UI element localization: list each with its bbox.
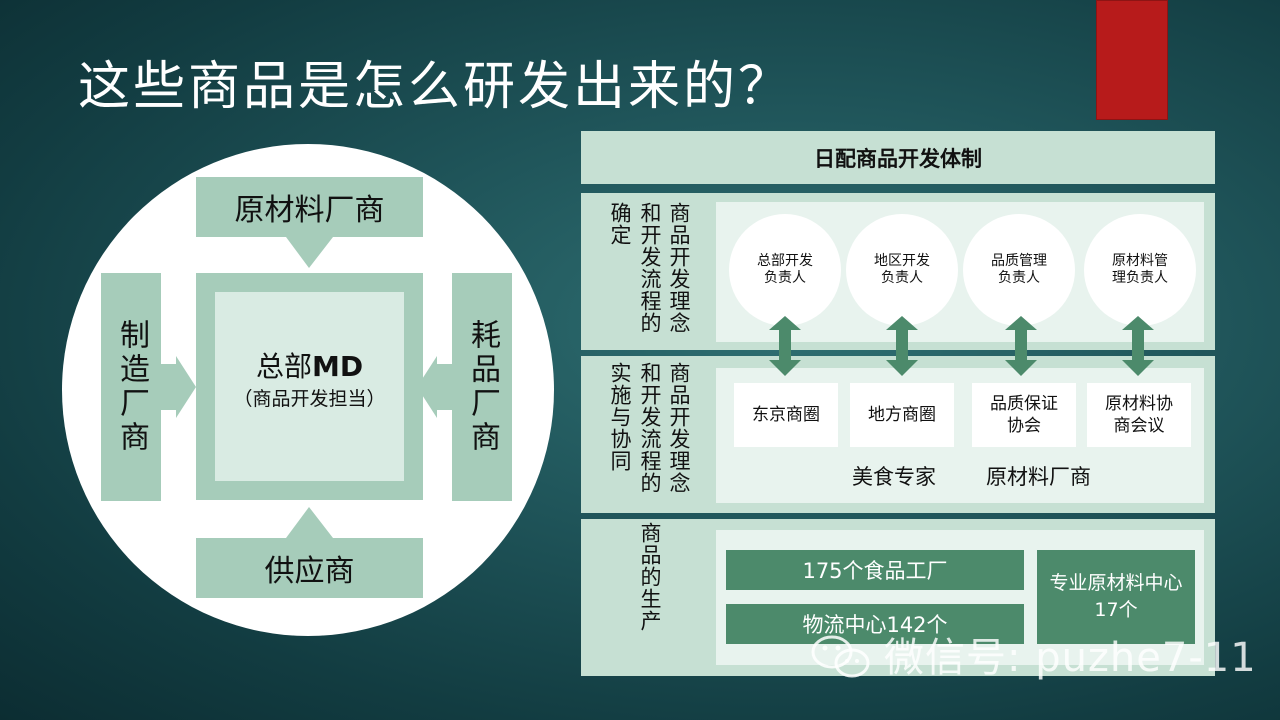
headquarters-md-box (215, 292, 404, 481)
headquarters-md-subtitle: （商品开发担当） (233, 388, 386, 410)
caption-food-experts: 美食专家 (852, 465, 936, 489)
arrow-right-from-left (161, 356, 196, 418)
connector-arrow-3 (1005, 316, 1037, 376)
row3-label: 商品的生产 (638, 522, 662, 632)
headquarters-md-title: 总部MD (255, 350, 364, 383)
row2-label-col2: 和开发流程的 (638, 362, 662, 494)
row2-label-col3: 商品开发理念 (667, 362, 691, 494)
venue-quality-assoc: 品质保证 协会 (972, 383, 1076, 447)
manufacturer-box: 制造厂商 (101, 273, 161, 501)
watermark-text: 微信号: puzhe7-11 (884, 635, 1257, 681)
food-factories: 175个食品工厂 (726, 550, 1024, 590)
consumables-supplier-box: 耗品厂商 (452, 273, 512, 501)
raw-material-centers: 专业原材料中心 17个 (1037, 550, 1195, 644)
row1-label-col1: 确定 (608, 202, 632, 246)
venue-regional: 地方商圈 (850, 383, 954, 447)
role-raw-material: 原材料管 理负责人 (1084, 214, 1196, 326)
logistics-centers: 物流中心142个 (726, 604, 1024, 644)
connector-arrow-2 (886, 316, 918, 376)
venue-tokyo: 东京商圈 (734, 383, 838, 447)
row2-label-col1: 实施与协同 (608, 362, 632, 472)
accent-bar (1096, 0, 1168, 120)
role-quality: 品质管理 负责人 (963, 214, 1075, 326)
venue-raw-material-council: 原材料协 商会议 (1087, 383, 1191, 447)
table-header: 日配商品开发体制 (581, 131, 1215, 184)
arrow-up-from-bottom (286, 507, 333, 538)
connector-arrow-4 (1122, 316, 1154, 376)
wechat-icon (811, 635, 870, 678)
slide-title: 这些商品是怎么研发出来的？ (78, 57, 794, 117)
arrow-left-from-right (417, 356, 452, 418)
row1-label-col2: 和开发流程的 (638, 202, 662, 334)
role-hq-dev: 总部开发 负责人 (729, 214, 841, 326)
connector-arrow-1 (769, 316, 801, 376)
arrow-down-from-top (286, 237, 333, 268)
caption-raw-material-suppliers: 原材料厂商 (986, 465, 1091, 489)
role-regional-dev: 地区开发 负责人 (846, 214, 958, 326)
supplier-box: 供应商 (196, 538, 423, 598)
row1-label-col3: 商品开发理念 (667, 202, 691, 334)
raw-material-supplier-box: 原材料厂商 (196, 177, 423, 237)
